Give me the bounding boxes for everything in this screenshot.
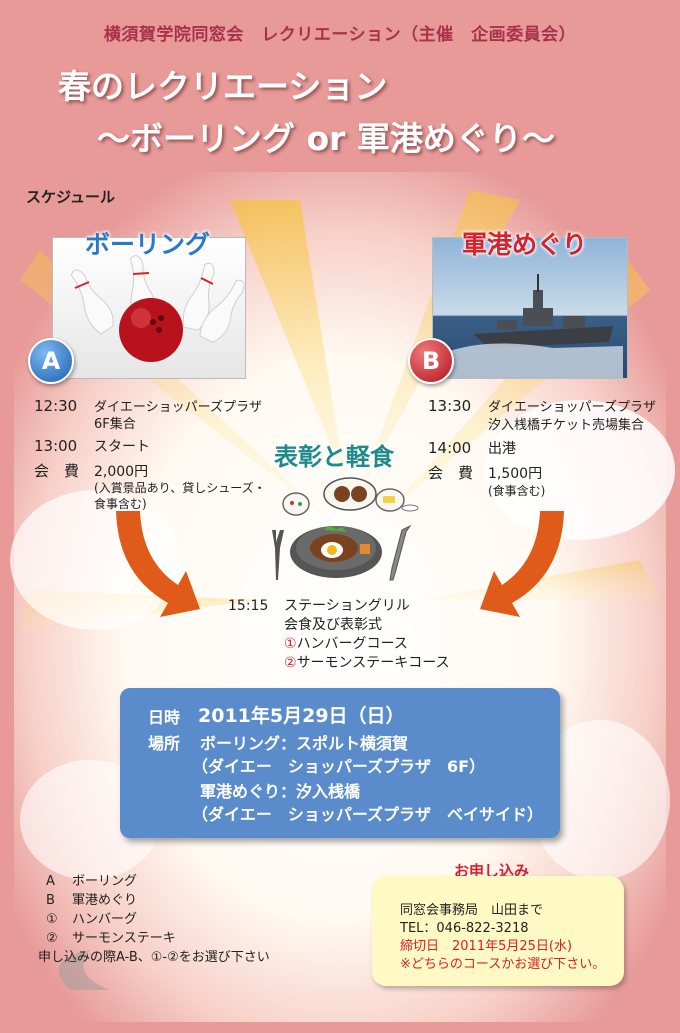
- arrow-right: [480, 511, 564, 617]
- course-a-title: ボーリング: [85, 230, 211, 259]
- apply-office: 同窓会事務局 山田まで: [400, 903, 544, 918]
- organizer-line: 横須賀学院同窓会 レクリエーション（主催 企画委員会）: [103, 25, 577, 45]
- event-info-box: 日時 2011年5月29日（日） 場所 ボーリング：スポルト横須賀 （ダイエー …: [120, 688, 560, 838]
- course-b-row-1-sub: 汐入桟橋チケット売場集合: [488, 418, 645, 433]
- arrow-left: [116, 511, 200, 617]
- title-line-2: ～ボーリング or 軍港めぐり～: [97, 119, 555, 158]
- title-line-1: 春のレクリエーション: [58, 67, 388, 106]
- course-b-badge: B: [408, 338, 454, 384]
- apply-deadline: 締切日 2011年5月25日(水): [400, 939, 573, 954]
- selection-instruction: 申し込みの際A-B、①-②をお選び下さい: [38, 950, 270, 965]
- warship-photo: [432, 237, 628, 379]
- schedule-label: スケジュール: [26, 188, 115, 206]
- award-title: 表彰と軽食: [274, 443, 394, 471]
- meal-illustration: [272, 477, 419, 581]
- apply-tel: TEL：046-822-3218: [400, 921, 529, 936]
- apply-notice: ※どちらのコースかお選び下さい。: [400, 957, 606, 972]
- course-a-row-1-sub: 6F集合: [94, 417, 136, 432]
- course-b-title: 軍港めぐり: [462, 230, 588, 259]
- bowling-photo: [52, 237, 246, 379]
- date-value: 2011年5月29日（日）: [198, 705, 405, 727]
- apply-box: 同窓会事務局 山田まで TEL：046-822-3218 締切日 2011年5月…: [372, 876, 624, 986]
- place-label: 場所: [148, 734, 181, 753]
- date-label: 日時: [148, 708, 181, 727]
- course-a-badge: A: [28, 338, 74, 384]
- course-b-fee-note: (食事含む): [488, 484, 546, 498]
- place-bowling: ボーリング：スポルト横須賀: [200, 734, 409, 753]
- course-a-fee-note: (入賞景品あり、貸しシューズ・ 食事含む): [94, 481, 266, 511]
- place-cruise: 軍港めぐり：汐入桟橋: [200, 782, 361, 801]
- place-bowling-sub: （ダイエー ショッパーズプラザ 6F）: [192, 757, 486, 776]
- apply-title: お申し込み: [454, 862, 530, 880]
- place-cruise-sub: （ダイエー ショッパーズプラザ ベイサイド）: [192, 805, 544, 824]
